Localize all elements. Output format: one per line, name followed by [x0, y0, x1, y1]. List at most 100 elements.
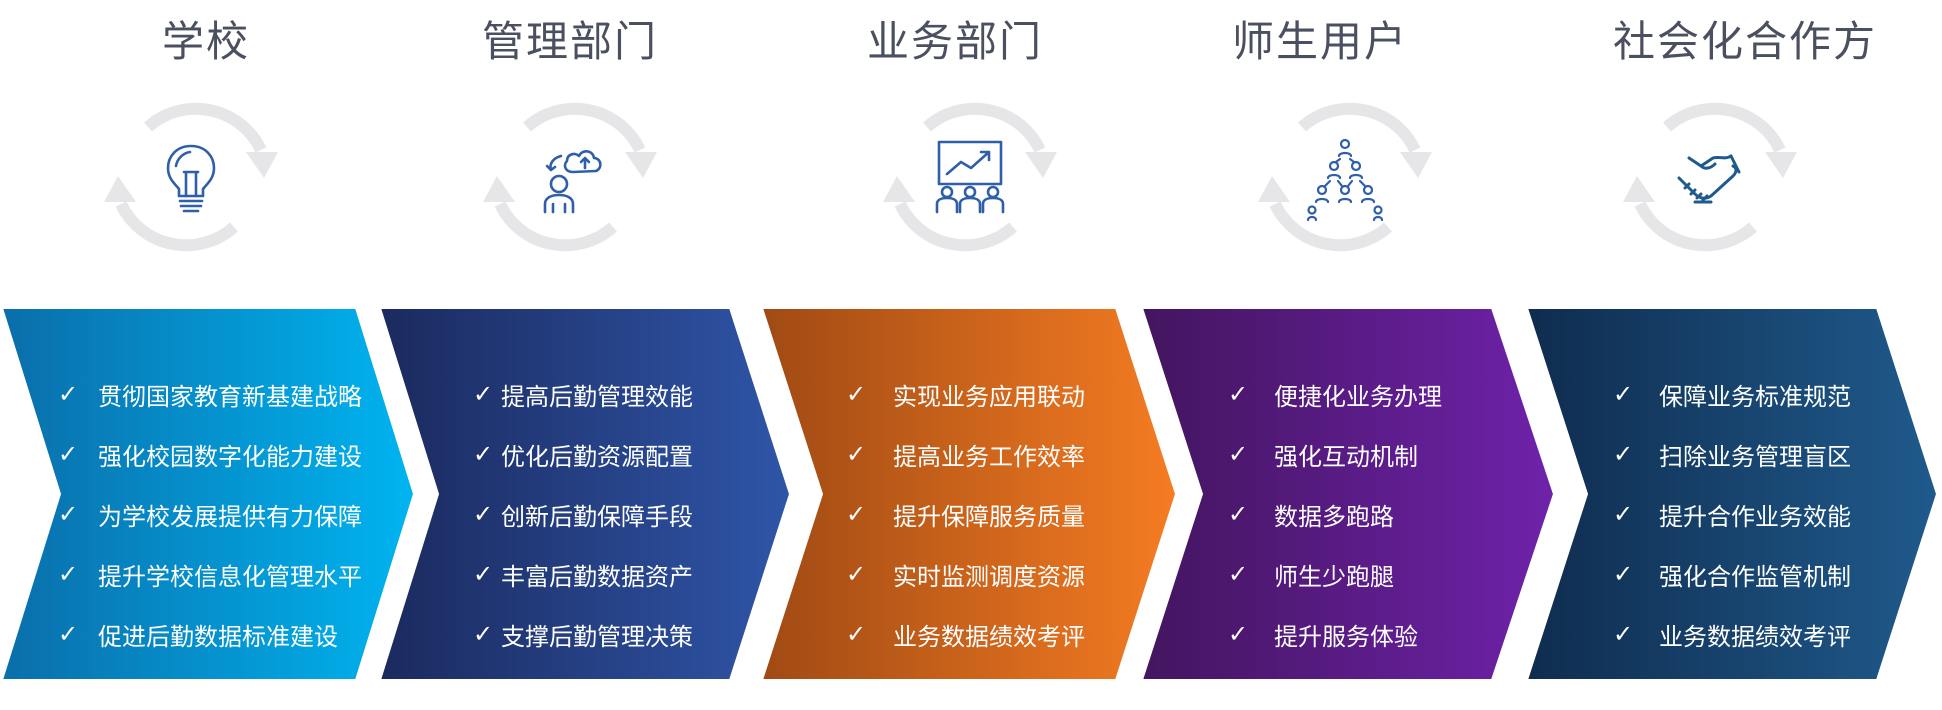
- manager-cloud-icon: [525, 132, 615, 222]
- cycle-arrowhead-right: [625, 152, 657, 178]
- cycle-arrows-icon: [1258, 102, 1432, 252]
- cycle-arc-top: [144, 102, 267, 153]
- check-icon: ✓: [1613, 560, 1634, 588]
- cycle-arrowhead-right: [1765, 152, 1797, 178]
- cycle-management: [475, 82, 665, 272]
- check-icon: ✓: [58, 500, 79, 528]
- cycle-business: [875, 82, 1065, 272]
- cycle-arc-bottom: [1634, 201, 1757, 252]
- chevron-shape: [1525, 307, 1939, 681]
- list-item: ✓数据多跑路: [1228, 500, 1394, 531]
- list-item: ✓强化互动机制: [1228, 440, 1418, 471]
- cycle-arrows-icon: [883, 102, 1057, 252]
- list-item: ✓实现业务应用联动: [846, 380, 1085, 411]
- list-item: ✓便捷化业务办理: [1228, 380, 1442, 411]
- check-icon: ✓: [1228, 620, 1249, 648]
- list-item: ✓提升合作业务效能: [1613, 500, 1851, 531]
- column-title-business: 业务部门: [866, 17, 1043, 66]
- list-item: ✓扫除业务管理盲区: [1613, 440, 1851, 471]
- list-item: ✓提高业务工作效率: [846, 440, 1085, 471]
- list-item: ✓丰富后勤数据资产: [473, 560, 693, 591]
- chevron-shape: [378, 307, 792, 681]
- benefit-list: ✓便捷化业务办理 ✓强化互动机制 ✓数据多跑路 ✓师生少跑腿 ✓提升服务体验: [1228, 364, 1442, 664]
- cycle-arc-bottom: [894, 201, 1017, 252]
- list-item: ✓创新后勤保障手段: [473, 500, 693, 531]
- check-icon: ✓: [846, 620, 867, 648]
- chevron-shape: [0, 307, 416, 681]
- check-icon: ✓: [58, 620, 79, 648]
- list-item: ✓提升保障服务质量: [846, 500, 1085, 531]
- lightbulb-icon: [146, 132, 236, 222]
- check-icon: ✓: [58, 440, 79, 468]
- check-icon: ✓: [1613, 620, 1634, 648]
- cycle-arrows-icon: [483, 102, 657, 252]
- cycle-arc-top: [1298, 102, 1421, 153]
- check-icon: ✓: [846, 440, 867, 468]
- check-icon: ✓: [846, 380, 867, 408]
- cycle-arc-bottom: [1269, 201, 1392, 252]
- list-item: ✓提升服务体验: [1228, 620, 1418, 651]
- check-icon: ✓: [1613, 440, 1634, 468]
- check-icon: ✓: [1228, 500, 1249, 528]
- cycle-school: [96, 82, 286, 272]
- check-icon: ✓: [473, 620, 494, 648]
- chevron-management: ✓提高后勤管理效能 ✓优化后勤资源配置 ✓创新后勤保障手段 ✓丰富后勤数据资产 …: [378, 306, 798, 682]
- list-item: ✓提升学校信息化管理水平: [58, 560, 362, 591]
- cycle-arc-top: [923, 102, 1046, 153]
- cycle-arrowhead-left: [104, 176, 136, 202]
- chevron-shape: [1140, 307, 1556, 681]
- chevron-school: ✓贯彻国家教育新基建战略 ✓强化校园数字化能力建设 ✓为学校发展提供有力保障 ✓…: [0, 306, 420, 682]
- cycle-arc-top: [1663, 102, 1786, 153]
- chevron-shape: [760, 307, 1178, 681]
- check-icon: ✓: [473, 380, 494, 408]
- check-icon: ✓: [846, 500, 867, 528]
- check-icon: ✓: [473, 500, 494, 528]
- check-icon: ✓: [1228, 440, 1249, 468]
- column-title-school: 学校: [161, 17, 250, 66]
- cycle-arc-bottom: [494, 201, 617, 252]
- list-item: ✓实时监测调度资源: [846, 560, 1085, 591]
- check-icon: ✓: [1613, 500, 1634, 528]
- people-network-icon: [1300, 132, 1390, 222]
- list-item: ✓强化合作监管机制: [1613, 560, 1851, 591]
- check-icon: ✓: [58, 560, 79, 588]
- benefit-list: ✓保障业务标准规范 ✓扫除业务管理盲区 ✓提升合作业务效能 ✓强化合作监管机制 …: [1613, 364, 1851, 664]
- cycle-arrowhead-right: [1400, 152, 1432, 178]
- list-item: ✓强化校园数字化能力建设: [58, 440, 362, 471]
- column-title-management: 管理部门: [481, 17, 658, 66]
- cycle-arc-top: [523, 102, 646, 153]
- check-icon: ✓: [1228, 380, 1249, 408]
- check-icon: ✓: [58, 380, 79, 408]
- cycle-arrowhead-left: [883, 176, 915, 202]
- benefit-list: ✓贯彻国家教育新基建战略 ✓强化校园数字化能力建设 ✓为学校发展提供有力保障 ✓…: [58, 364, 362, 664]
- cycle-arrows-icon: [1623, 102, 1797, 252]
- chevron-partners: ✓保障业务标准规范 ✓扫除业务管理盲区 ✓提升合作业务效能 ✓强化合作监管机制 …: [1525, 306, 1940, 682]
- list-item: ✓为学校发展提供有力保障: [58, 500, 362, 531]
- cycle-arrowhead-right: [246, 152, 278, 178]
- list-item: ✓支撑后勤管理决策: [473, 620, 693, 651]
- list-item: ✓贯彻国家教育新基建战略: [58, 380, 362, 411]
- check-icon: ✓: [473, 440, 494, 468]
- chevron-business: ✓实现业务应用联动 ✓提高业务工作效率 ✓提升保障服务质量 ✓实时监测调度资源 …: [760, 306, 1180, 682]
- cycle-partners: [1615, 82, 1805, 272]
- benefit-list: ✓实现业务应用联动 ✓提高业务工作效率 ✓提升保障服务质量 ✓实时监测调度资源 …: [846, 364, 1085, 664]
- check-icon: ✓: [1613, 380, 1634, 408]
- presentation-chart-icon: [925, 132, 1015, 222]
- chevron-users: ✓便捷化业务办理 ✓强化互动机制 ✓数据多跑路 ✓师生少跑腿 ✓提升服务体验: [1140, 306, 1560, 682]
- check-icon: ✓: [846, 560, 867, 588]
- cycle-arrowhead-left: [483, 176, 515, 202]
- check-icon: ✓: [473, 560, 494, 588]
- cycle-arrows-icon: [104, 102, 278, 252]
- cycle-arrowhead-right: [1025, 152, 1057, 178]
- cycle-arrowhead-left: [1623, 176, 1655, 202]
- list-item: ✓业务数据绩效考评: [846, 620, 1085, 651]
- list-item: ✓提高后勤管理效能: [473, 380, 693, 411]
- check-icon: ✓: [1228, 560, 1249, 588]
- list-item: ✓优化后勤资源配置: [473, 440, 693, 471]
- handshake-icon: [1665, 132, 1755, 222]
- list-item: ✓师生少跑腿: [1228, 560, 1394, 591]
- list-item: ✓保障业务标准规范: [1613, 380, 1851, 411]
- cycle-users: [1250, 82, 1440, 272]
- cycle-arrowhead-left: [1258, 176, 1290, 202]
